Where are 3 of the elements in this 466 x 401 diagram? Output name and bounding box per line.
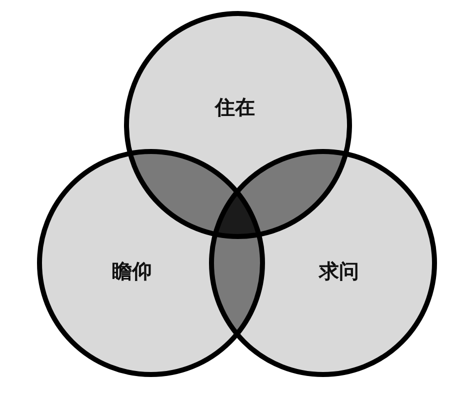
circle-label: 住在 — [215, 96, 255, 118]
circle-label: 瞻仰 — [112, 260, 152, 282]
circle-label: 求问 — [319, 260, 359, 282]
